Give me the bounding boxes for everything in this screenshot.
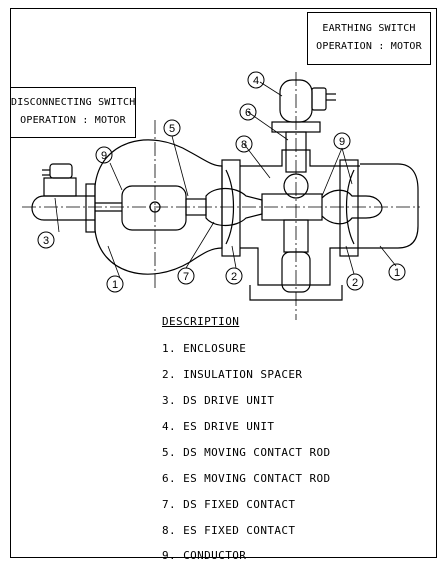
description-item-1: 1. ENCLOSURE	[162, 342, 247, 355]
es-fixed-contact	[283, 173, 309, 199]
callout-5	[163, 119, 181, 137]
description-item-2: 2. INSULATION SPACER	[162, 368, 303, 381]
earthing-switch-operation: OPERATION : MOTOR	[316, 41, 422, 52]
callout-7	[177, 267, 195, 285]
callout-8	[235, 135, 253, 153]
es-drive-motor	[311, 87, 327, 111]
callout-4	[247, 71, 265, 89]
callout-7-text: 7	[183, 271, 189, 283]
description-item-9: 9. CONDUCTOR	[162, 549, 247, 562]
description-item-5: 5. DS MOVING CONTACT ROD	[162, 446, 331, 459]
callout-2-left	[225, 267, 243, 285]
description-item-8: 8. ES FIXED CONTACT	[162, 524, 296, 537]
callout-1-right	[388, 263, 406, 281]
left-flange	[85, 183, 96, 233]
callout-6-text: 6	[245, 107, 251, 119]
callout-5-text: 5	[169, 123, 175, 135]
callout-1-left	[106, 275, 124, 293]
callout-8-text: 8	[241, 139, 247, 151]
conductor-pin	[149, 201, 161, 213]
disconnecting-switch-label-box: DISCONNECTING SWITCH OPERATION : MOTOR	[10, 87, 136, 138]
callout-1-left-text: 1	[112, 279, 118, 291]
callout-2-right-text: 2	[352, 277, 358, 289]
disconnecting-switch-operation: OPERATION : MOTOR	[20, 115, 126, 126]
disconnecting-switch-title: DISCONNECTING SWITCH	[11, 97, 136, 108]
callouts	[37, 71, 406, 293]
description-title: DESCRIPTION	[162, 315, 240, 328]
callout-9-right	[333, 132, 351, 150]
callout-1-right-text: 1	[394, 267, 400, 279]
right-contact	[321, 189, 383, 225]
callout-3-text: 3	[43, 235, 49, 247]
earthing-switch-label-box: EARTHING SWITCH OPERATION : MOTOR	[307, 12, 431, 65]
ds-drive-unit	[43, 177, 77, 197]
conductor-left	[121, 185, 187, 231]
description-item-4: 4. ES DRIVE UNIT	[162, 420, 275, 433]
earthing-switch-title: EARTHING SWITCH	[322, 23, 416, 34]
insulation-spacer-left	[221, 159, 241, 257]
enclosure-center	[240, 149, 360, 286]
description-item-7: 7. DS FIXED CONTACT	[162, 498, 296, 511]
callout-6	[239, 103, 257, 121]
callout-9-right-text: 9	[339, 136, 345, 148]
callout-3	[37, 231, 55, 249]
callout-4-text: 4	[253, 75, 259, 87]
callout-9-left	[95, 146, 113, 164]
callout-numbers: 1 1 2 2 3 4 5 6 7 8 9 9	[43, 75, 400, 291]
callout-9-left-text: 9	[101, 150, 107, 162]
callout-2-right	[346, 273, 364, 291]
es-moving-contact-rod	[285, 131, 307, 173]
centerlines	[22, 72, 420, 320]
callout-2-left-text: 2	[231, 271, 237, 283]
lower-terminal	[281, 251, 311, 293]
enclosure-right	[360, 163, 419, 249]
ds-drive-motor	[49, 163, 73, 179]
description-item-3: 3. DS DRIVE UNIT	[162, 394, 275, 407]
description-item-6: 6. ES MOVING CONTACT ROD	[162, 472, 331, 485]
drawing-frame	[10, 8, 437, 558]
